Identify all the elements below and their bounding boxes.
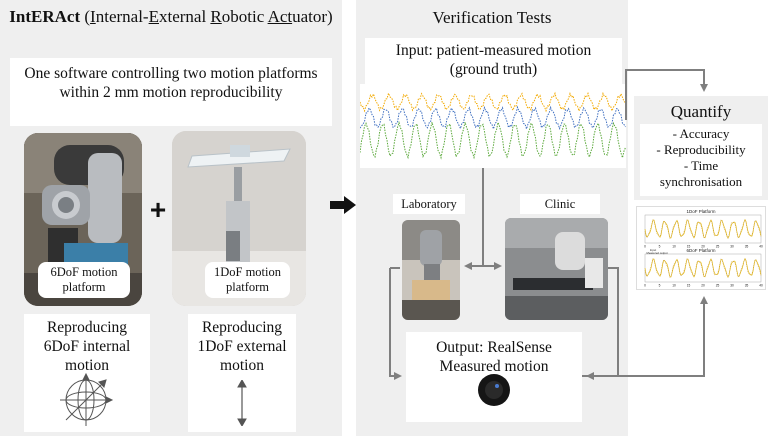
title-part: I — [90, 7, 96, 26]
mini-chart-text: 25 — [716, 284, 720, 288]
mini-chart-text: 15 — [687, 284, 691, 288]
vertical-double-arrow-icon — [236, 380, 248, 426]
input-signal-plot — [360, 84, 626, 168]
repro-6dof-box: Reproducing 6DoF internal motion — [24, 314, 150, 432]
flow-arrow-icon — [330, 196, 356, 214]
input-trace — [360, 120, 626, 160]
mini-chart-text: 40 — [759, 284, 763, 288]
mini-chart-text: 10 — [672, 284, 676, 288]
mini-chart-text: 5 — [659, 245, 661, 249]
title-part: Act — [267, 7, 293, 26]
mini-chart-text: 20 — [701, 284, 705, 288]
interact-title: IntERAct (Internal-External Robotic Actu… — [6, 6, 336, 27]
realsense-camera-icon — [477, 373, 511, 407]
photo2-label: 1DoF motion platform — [205, 262, 290, 298]
title-part: R — [210, 7, 222, 26]
input-trace — [360, 105, 626, 131]
mini-chart-text: 30 — [730, 284, 734, 288]
verification-title: Verification Tests — [432, 8, 552, 27]
clinic-photo — [505, 218, 608, 320]
photo1-label: 6DoF motion platform — [38, 262, 130, 298]
title-part: IntERAct — [9, 7, 81, 26]
title-part: uator) — [292, 7, 333, 26]
quantify-item: - Time synchronisation — [659, 158, 743, 189]
mini-chart-text: Measured output — [647, 251, 668, 255]
mini-chart-text: 35 — [745, 245, 749, 249]
mini-chart-text: 6DoF Platform — [686, 248, 715, 253]
mini-chart-text: 15 — [687, 245, 691, 249]
mini-chart-trace — [644, 258, 762, 278]
quantify-item: - Accuracy — [672, 126, 730, 141]
title-part: obotic — [221, 7, 268, 26]
mini-chart-text: 5 — [659, 284, 661, 288]
title-part: nternal- — [95, 7, 149, 26]
quantify-title: Quantify — [670, 102, 732, 121]
mini-chart-text: 0 — [644, 245, 646, 249]
mini-chart-text: 35 — [745, 284, 749, 288]
mini-chart-text: 1DoF Platform — [686, 209, 715, 214]
title-part: ( — [80, 7, 91, 26]
mini-chart-text: 20 — [701, 245, 705, 249]
mini-chart-text: Input — [650, 248, 656, 252]
plus-sign: + — [149, 194, 167, 225]
quantify-list: - Accuracy - Reproducibility - Time sync… — [640, 124, 762, 196]
subtitle-text: One software controlling two motion plat… — [24, 65, 318, 101]
mini-chart-text: 30 — [730, 245, 734, 249]
laboratory-label: Laboratory — [393, 194, 465, 214]
title-part: xternal — [158, 7, 211, 26]
mini-chart-trace — [644, 219, 762, 239]
result-plot: 1DoF Platform 6DoF Platform 0 5 10 15 20 25 30 35… — [636, 206, 766, 290]
laboratory-photo — [402, 220, 460, 320]
input-trace — [360, 91, 626, 113]
quantify-item: - Reproducibility — [656, 142, 746, 157]
mini-chart-text: 25 — [716, 245, 720, 249]
input-label-box: Input: patient-measured motion (ground t… — [365, 38, 622, 84]
clinic-label: Clinic — [520, 194, 600, 214]
mini-chart-text: 0 — [644, 284, 646, 288]
six-dof-axes-icon — [58, 372, 114, 428]
title-part: E — [148, 7, 159, 26]
mini-chart-text: 40 — [759, 245, 763, 249]
mini-chart-text: 10 — [672, 245, 676, 249]
subtitle-box: One software controlling two motion plat… — [10, 58, 332, 126]
